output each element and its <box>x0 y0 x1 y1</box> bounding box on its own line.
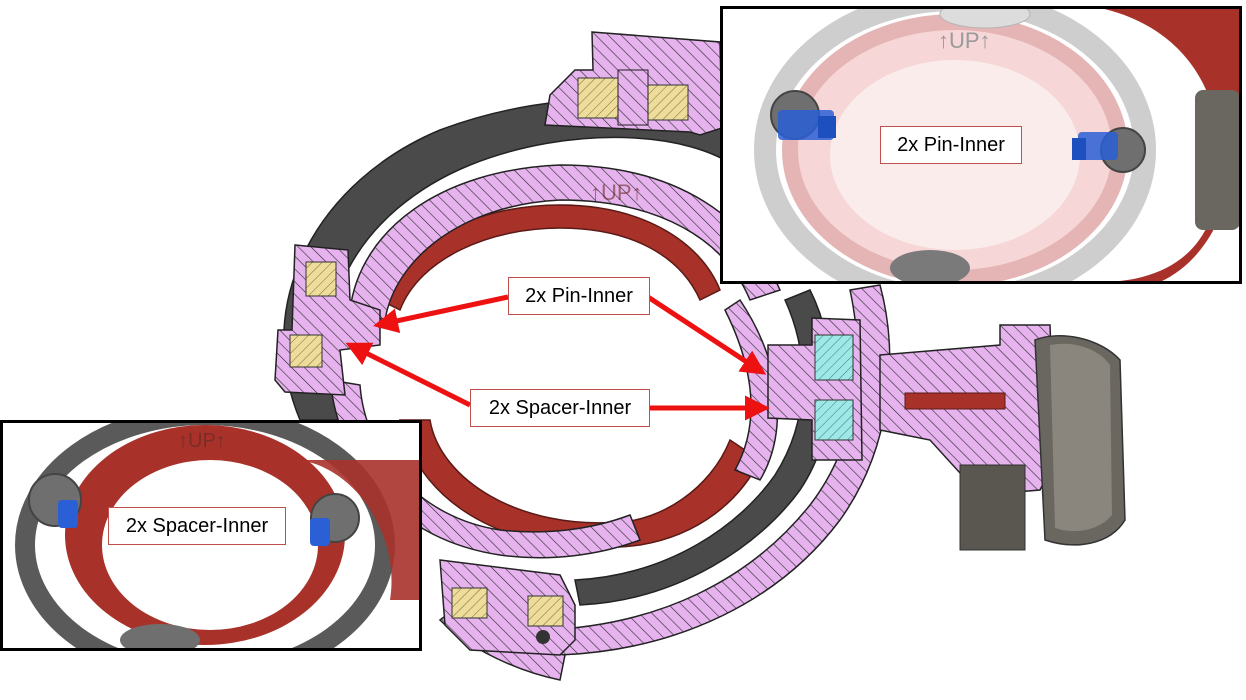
callout-pin-inner-main: 2x Pin-Inner <box>508 277 650 315</box>
up-marking-main: ↑UP↑ <box>590 180 643 205</box>
arrow-pin-inner-left <box>373 294 509 334</box>
callout-pin-inner-inset: 2x Pin-Inner <box>880 126 1022 164</box>
callout-arrows <box>345 294 770 421</box>
inset-spacer-inner-scene: ↑UP↑ <box>2 422 420 649</box>
callout-spacer-inner-main: 2x Spacer-Inner <box>470 389 650 427</box>
arrow-spacer-inner-left <box>345 342 472 408</box>
left-pivot-section <box>274 244 381 396</box>
up-marking-inset-bottom: ↑UP↑ <box>178 430 226 452</box>
top-pivot-section <box>544 31 723 136</box>
right-pivot-section <box>767 317 863 461</box>
up-marking-inset-top: ↑UP↑ <box>938 28 991 53</box>
clamp-cylinder <box>959 335 1126 551</box>
bottom-pivot-section <box>439 559 576 656</box>
callout-spacer-inner-inset: 2x Spacer-Inner <box>108 507 286 545</box>
arrow-pin-inner-right <box>646 294 767 375</box>
